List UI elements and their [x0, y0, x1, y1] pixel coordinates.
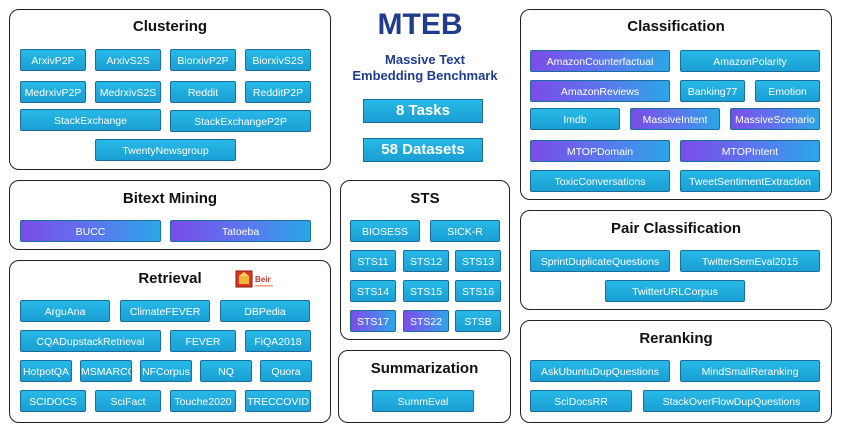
dataset-chip: ArxivS2S: [95, 49, 161, 71]
dataset-chip: FEVER: [170, 330, 236, 352]
dataset-chip: MTOPDomain: [530, 140, 670, 162]
dataset-chip: STS15: [403, 280, 449, 302]
dataset-chip: ArguAna: [20, 300, 110, 322]
classification-title: Classification: [627, 18, 725, 35]
dataset-chip: MedrxivS2S: [95, 81, 161, 103]
dataset-chip: STS16: [455, 280, 501, 302]
dataset-chip: SICK-R: [430, 220, 500, 242]
dataset-chip: AmazonPolarity: [680, 50, 820, 72]
beir-logo-text: Beir: [255, 275, 271, 284]
dataset-chip: Reddit: [170, 81, 236, 103]
dataset-chip: TwentyNewsgroup: [95, 139, 236, 161]
retrieval-title: Retrieval: [138, 270, 202, 287]
subtitle-line-1: Massive Text: [385, 52, 465, 67]
dataset-chip: MTOPIntent: [680, 140, 820, 162]
dataset-chip: DBPedia: [220, 300, 310, 322]
dataset-chip: SciFact: [95, 390, 161, 412]
dataset-chip: SprintDuplicateQuestions: [530, 250, 670, 272]
dataset-chip: STS13: [455, 250, 501, 272]
dataset-chip: StackExchange: [20, 109, 161, 131]
dataset-chip: STS17: [350, 310, 396, 332]
dataset-chip: AskUbuntuDupQuestions: [530, 360, 670, 382]
dataset-chip: STS12: [403, 250, 449, 272]
bitext-title: Bitext Mining: [122, 190, 218, 207]
dataset-chip: MassiveScenario: [730, 108, 820, 130]
datasets-count: 58 Datasets: [363, 138, 483, 162]
dataset-chip: SciDocsRR: [530, 390, 632, 412]
dataset-chip: SCIDOCS: [20, 390, 86, 412]
dataset-chip: NFCorpus: [140, 360, 192, 382]
dataset-chip: STS14: [350, 280, 396, 302]
dataset-chip: STS11: [350, 250, 396, 272]
summarization-panel: Summarization: [338, 350, 511, 423]
dataset-chip: Imdb: [530, 108, 620, 130]
dataset-chip: TwitterURLCorpus: [605, 280, 745, 302]
pair-classification-title: Pair Classification: [610, 220, 742, 237]
dataset-chip: BiorxivS2S: [245, 49, 311, 71]
tasks-count: 8 Tasks: [363, 99, 483, 123]
dataset-chip: Quora: [260, 360, 312, 382]
sts-title: STS: [410, 190, 440, 207]
beir-logo-icon: Beir: [235, 270, 273, 288]
dataset-chip: FiQA2018: [245, 330, 311, 352]
dataset-chip: NQ: [200, 360, 252, 382]
clustering-title: Clustering: [132, 18, 208, 35]
dataset-chip: CQADupstackRetrieval: [20, 330, 161, 352]
dataset-chip: HotpotQA: [20, 360, 72, 382]
dataset-chip: MSMARCO: [80, 360, 132, 382]
dataset-chip: ClimateFEVER: [120, 300, 210, 322]
dataset-chip: MindSmallReranking: [680, 360, 820, 382]
dataset-chip: BIOSESS: [350, 220, 420, 242]
dataset-chip: Emotion: [755, 80, 820, 102]
reranking-title: Reranking: [639, 330, 713, 347]
dataset-chip: RedditP2P: [245, 81, 311, 103]
dataset-chip: MassiveIntent: [630, 108, 720, 130]
dataset-chip: MedrxivP2P: [20, 81, 86, 103]
classification-panel: Classification: [520, 9, 832, 200]
dataset-chip: STS22: [403, 310, 449, 332]
dataset-chip: TRECCOVID: [245, 390, 311, 412]
dataset-chip: AmazonCounterfactual: [530, 50, 670, 72]
dataset-chip: Tatoeba: [170, 220, 311, 242]
dataset-chip: STSB: [455, 310, 501, 332]
dataset-chip: StackExchangeP2P: [170, 110, 311, 132]
dataset-chip: BUCC: [20, 220, 161, 242]
dataset-chip: Banking77: [680, 80, 745, 102]
subtitle-line-2: Embedding Benchmark: [352, 68, 498, 83]
dataset-chip: SummEval: [372, 390, 474, 412]
summarization-title: Summarization: [370, 360, 479, 377]
main-title: MTEB: [377, 8, 463, 41]
dataset-chip: TweetSentimentExtraction: [680, 170, 820, 192]
subtitle: Massive Text Embedding Benchmark: [330, 52, 520, 84]
dataset-chip: TwitterSemEval2015: [680, 250, 820, 272]
dataset-chip: Touche2020: [170, 390, 236, 412]
dataset-chip: BiorxivP2P: [170, 49, 236, 71]
dataset-chip: StackOverFlowDupQuestions: [643, 390, 820, 412]
dataset-chip: ToxicConversations: [530, 170, 670, 192]
dataset-chip: ArxivP2P: [20, 49, 86, 71]
dataset-chip: AmazonReviews: [530, 80, 670, 102]
